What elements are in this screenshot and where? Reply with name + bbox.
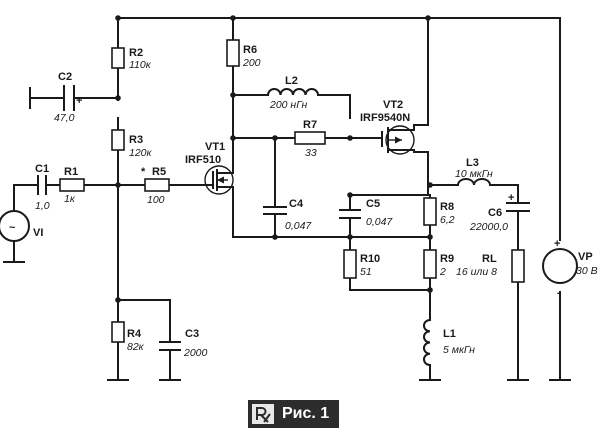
- r5-value: 100: [147, 194, 165, 206]
- r3-ref: R3: [129, 134, 143, 146]
- c3-ref: C3: [185, 328, 199, 340]
- c4-ref: C4: [289, 198, 304, 210]
- power-source-vp: + - VP 30 В: [542, 238, 598, 299]
- vi-ref: VI: [33, 227, 43, 239]
- r8-ref: R8: [440, 201, 454, 213]
- resistor-r7: R7 33: [294, 119, 326, 159]
- signal-source-vi: ~ VI: [0, 210, 43, 263]
- l3-ref: L3: [466, 157, 479, 169]
- resistor-r10: R10 51: [343, 249, 380, 279]
- c5-ref: C5: [366, 198, 380, 210]
- l3-value: 10 мкГн: [455, 168, 493, 180]
- resistor-r2: R2 110к: [111, 47, 152, 71]
- r3-value: 120к: [129, 147, 153, 159]
- resistor-r8: R8 6,2: [423, 197, 455, 226]
- rl-ref: RL: [482, 253, 497, 265]
- wires: [13, 17, 561, 381]
- rl-value: 16 или 8: [456, 266, 497, 278]
- resistor-r3: R3 120к: [111, 129, 153, 159]
- inductor-l1: L1 5 мкГн: [422, 318, 475, 367]
- r1-ref: R1: [64, 166, 78, 178]
- capacitor-c5: C5 0,047: [339, 198, 393, 228]
- r5-mark: *: [141, 166, 146, 178]
- c1-ref: C1: [35, 163, 49, 175]
- r2-ref: R2: [129, 47, 143, 59]
- r2-value: 110к: [129, 59, 152, 71]
- r10-ref: R10: [360, 253, 380, 265]
- l1-ref: L1: [443, 328, 456, 340]
- inductor-l2: L2 200 нГн: [266, 75, 320, 111]
- l2-value: 200 нГн: [269, 99, 307, 111]
- resistor-rl: RL 16 или 8: [456, 249, 525, 283]
- c2-ref: C2: [58, 71, 72, 83]
- r6-value: 200: [242, 57, 261, 69]
- r7-ref: R7: [303, 119, 317, 131]
- capacitor-c4: C4 0,047: [263, 198, 312, 232]
- resistor-r9: R9 2: [423, 249, 454, 279]
- r9-ref: R9: [440, 253, 454, 265]
- capacitor-c3: C3 2000: [159, 328, 208, 359]
- c1-value: 1,0: [35, 200, 50, 212]
- vp-ref: VP: [578, 251, 593, 263]
- r9-value: 2: [439, 266, 446, 278]
- c5-value: 0,047: [366, 216, 393, 228]
- rx-logo-icon: [248, 400, 278, 428]
- figure-caption: Рис. 1: [248, 400, 340, 428]
- resistor-r4: R4 82к: [111, 321, 145, 353]
- c4-value: 0,047: [285, 220, 312, 232]
- r8-value: 6,2: [440, 214, 455, 226]
- r4-ref: R4: [127, 328, 142, 340]
- resistor-r5: * R5 100: [141, 166, 170, 206]
- vi-tilde-icon: ~: [9, 222, 16, 234]
- vt2-ref: VT2: [383, 99, 403, 111]
- r4-value: 82к: [127, 341, 145, 353]
- l1-value: 5 мкГн: [443, 344, 475, 356]
- r1-value: 1к: [64, 193, 76, 205]
- r10-value: 51: [360, 266, 372, 278]
- c6-ref: C6: [488, 207, 502, 219]
- vt1-ref: VT1: [205, 141, 225, 153]
- c6-plus: +: [508, 192, 514, 204]
- resistor-r6: R6 200: [226, 39, 261, 69]
- vp-plus: +: [554, 238, 560, 250]
- junctions: [115, 15, 433, 303]
- figure-caption-text: Рис. 1: [278, 400, 340, 428]
- resistor-r1: R1 1к: [59, 166, 85, 205]
- capacitor-c1: C1 1,0: [35, 163, 50, 212]
- c6-value: 22000,0: [469, 221, 508, 233]
- r6-ref: R6: [243, 44, 257, 56]
- l2-ref: L2: [285, 75, 298, 87]
- c3-value: 2000: [183, 347, 208, 359]
- r5-ref: R5: [152, 166, 166, 178]
- inductor-l3: L3 10 мкГн: [455, 157, 493, 187]
- c2-plus: +: [76, 95, 82, 107]
- transistor-vt1: VT1 IRF510: [185, 141, 234, 198]
- transistor-vt2: VT2 IRF9540N: [360, 99, 415, 155]
- vp-minus: -: [557, 287, 561, 299]
- capacitor-c6: + C6 22000,0: [469, 192, 530, 233]
- capacitor-c2: + C2 47,0: [29, 71, 82, 124]
- vt2-value: IRF9540N: [360, 112, 410, 124]
- vt1-value: IRF510: [185, 154, 221, 166]
- r7-value: 33: [305, 147, 317, 159]
- c2-value: 47,0: [54, 112, 75, 124]
- vp-value: 30 В: [576, 265, 598, 277]
